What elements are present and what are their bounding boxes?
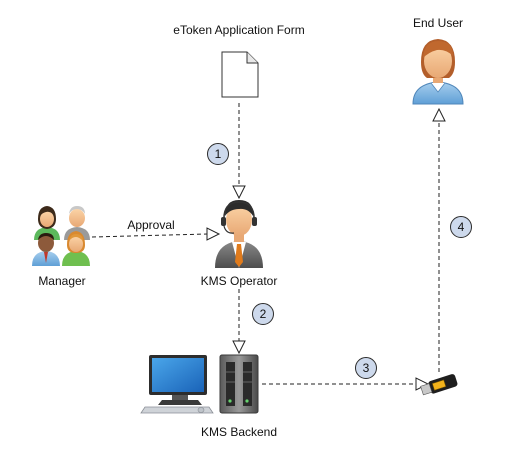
usb-token-icon [420,374,458,396]
document-icon [221,51,259,98]
form-label: eToken Application Form [173,23,305,37]
user-icon [412,39,464,105]
backend-label: KMS Backend [200,425,278,439]
operator-label: KMS Operator [200,274,278,288]
edge-form-to-operator [232,103,246,200]
step-marker-2: 2 [252,303,274,325]
step-marker-3: 3 [355,357,377,379]
edge-approval [91,227,221,241]
operator-icon [215,200,263,268]
manager-label: Manager [38,274,86,288]
edge-token-to-user [432,107,446,372]
edge-operator-to-backend [232,289,246,355]
step-marker-4: 4 [450,216,472,238]
end-user-label: End User [412,16,464,30]
server-workstation-icon [140,354,259,414]
step-marker-1: 1 [207,143,229,165]
edge-backend-to-token [262,377,430,391]
approval-label: Approval [127,218,175,232]
group-icon [32,206,90,266]
